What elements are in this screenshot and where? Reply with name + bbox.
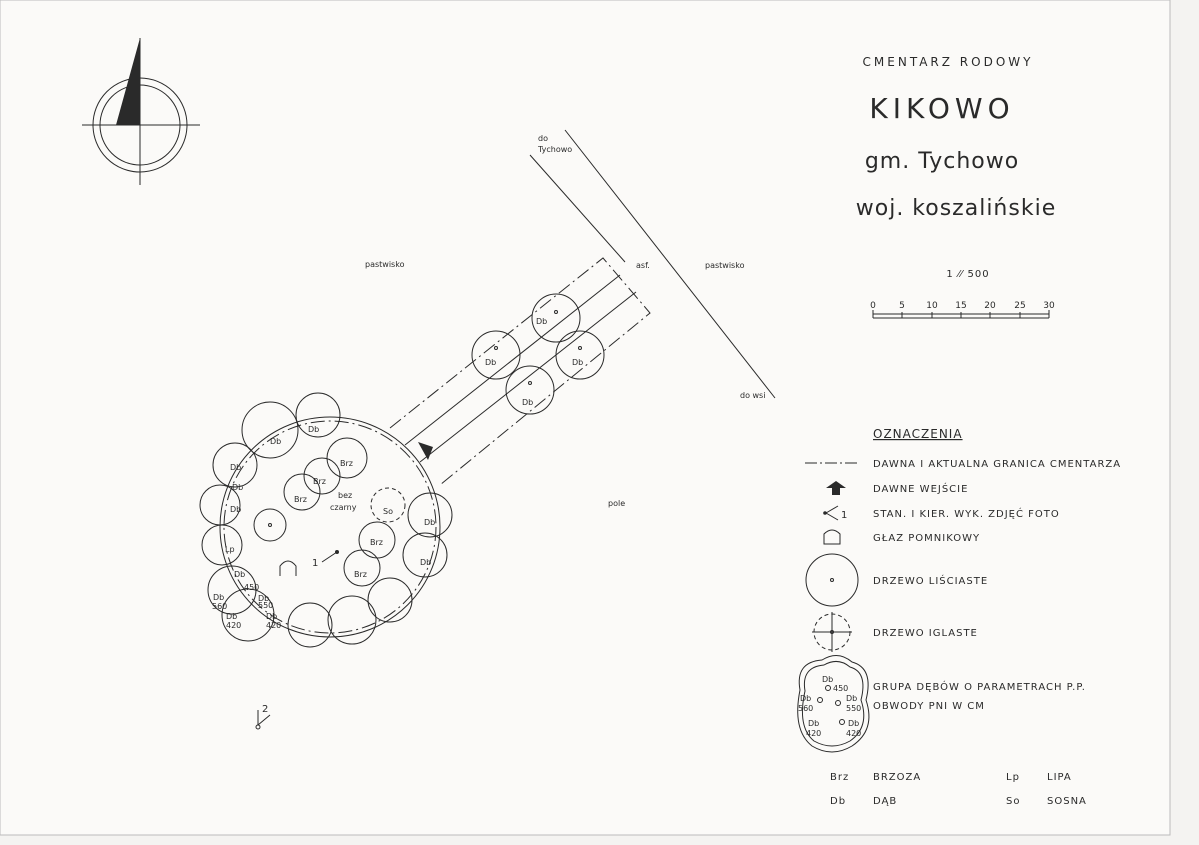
tree-label: Brz [294, 495, 307, 504]
sample-label: 550 [846, 704, 861, 713]
tree-label: Db [536, 317, 547, 326]
trunk-circumference: 450 [244, 583, 259, 592]
scale-tick: 25 [1014, 301, 1025, 311]
sample-label: Db [800, 694, 811, 703]
tree-label: Db [234, 570, 245, 579]
deciduous-tree-icon [805, 553, 859, 607]
photo-station-number: 1 [312, 558, 319, 569]
sample-label: Db [848, 719, 859, 728]
voivodeship: woj. koszalińskie [856, 196, 1056, 221]
scale-tick: 5 [899, 301, 905, 311]
legend-item: GRUPA DĘBÓW O PARAMETRACH P.P. [873, 680, 1086, 693]
legend-item: GŁAZ POMNIKOWY [873, 533, 980, 544]
photo-station-icon [321, 550, 339, 563]
legend-item: DAWNE WEJŚCIE [873, 482, 968, 495]
tree-label: Db [522, 398, 533, 407]
pasture-label: pastwisko [365, 260, 405, 269]
inner-trees [253, 437, 406, 587]
pasture-label: pastwisko [705, 261, 745, 270]
legend-photo-number: 1 [841, 510, 848, 521]
trunk-circumference: 420 [226, 621, 241, 630]
scale-tick: 20 [984, 301, 996, 311]
tree-label: Db [420, 558, 431, 567]
tree-label: So [383, 507, 393, 516]
cemetery-boundary [219, 257, 651, 638]
tree-label: Db [266, 612, 277, 621]
sample-label: 450 [833, 684, 848, 693]
road-to-tychowo-label: do [538, 134, 548, 143]
abbrev-code: Brz [830, 772, 849, 783]
sample-label: Db [808, 719, 819, 728]
scale-tick: 15 [955, 301, 966, 311]
road-to-tychowo-label: Tychowo [537, 145, 572, 154]
asphalt-label: asf. [636, 261, 650, 270]
sample-label: 420 [806, 729, 821, 738]
tree-label: Db [485, 358, 496, 367]
field-label: pole [608, 499, 625, 508]
legend-item: OBWODY PNI W CM [873, 701, 985, 712]
trunk-circumference: 560 [212, 602, 227, 611]
photo-direction-icon [823, 505, 839, 521]
tree-label: Db [232, 483, 243, 492]
paper-sheet [0, 0, 1171, 836]
tree-label: Brz [313, 477, 326, 486]
legend-item: STAN. I KIER. WYK. ZDJĘĆ FOTO [873, 507, 1060, 520]
scale-ratio: 1 ⁄⁄ 500 [946, 269, 989, 280]
north-arrow-icon [82, 38, 200, 185]
tree-label: Db [424, 518, 435, 527]
sample-label: 560 [798, 704, 813, 713]
tree-label: Db [213, 593, 224, 602]
abbrev-code: Db [830, 796, 846, 807]
abbrev-name: DĄB [873, 796, 897, 807]
legend-item: DRZEWO IGLASTE [873, 628, 978, 639]
legend-item: DAWNA I AKTUALNA GRANICA CMENTARZA [873, 459, 1121, 470]
tree-label: Db [230, 505, 241, 514]
tree-label: Brz [370, 538, 383, 547]
tree-label: Db [270, 437, 281, 446]
scale-tick: 0 [870, 301, 876, 311]
old-entrance-icon [418, 442, 433, 460]
sample-label: Db [846, 694, 857, 703]
tree-label: Db [230, 463, 241, 472]
oak-group-icon [797, 655, 870, 753]
tree-label: Db [226, 612, 237, 621]
abbrev-name: SOSNA [1047, 796, 1087, 807]
photo-station-icon [255, 710, 271, 730]
municipality: gm. Tychowo [865, 149, 1019, 174]
legend-title: OZNACZENIA [873, 427, 963, 441]
to-village-label: do wsi [740, 391, 765, 400]
scale-tick: 10 [926, 301, 938, 311]
map-title: KIKOWO [869, 92, 1014, 125]
monument-icon [823, 529, 841, 545]
abbrev-code: So [1006, 796, 1020, 807]
trunk-circumference: 550 [258, 601, 273, 610]
scale-tick: 30 [1043, 301, 1055, 311]
monument-stone-icon [279, 560, 297, 576]
trunk-circumference: 420 [266, 621, 281, 630]
tree-label: Db [308, 425, 319, 434]
scale-bar: 0 5 10 15 20 25 30 [870, 301, 1055, 319]
map-subtitle: CMENTARZ RODOWY [863, 55, 1034, 69]
sample-label: Db [822, 675, 833, 684]
elder-label: czarny [330, 503, 357, 512]
lane-trees [471, 293, 605, 415]
abbrev-name: BRZOZA [873, 772, 921, 783]
tree-label: Lp [225, 545, 235, 554]
tree-label: Db [572, 358, 583, 367]
coniferous-tree-icon [812, 612, 852, 652]
entrance-arrow-icon [826, 481, 846, 495]
road [529, 129, 776, 399]
tree-label: Brz [354, 570, 367, 579]
elder-label: bez [338, 491, 352, 500]
legend-item: DRZEWO LIŚCIASTE [873, 574, 988, 587]
perimeter-trees [199, 392, 453, 648]
tree-label: Brz [340, 459, 353, 468]
abbrev-code: Lp [1006, 772, 1020, 783]
tree-label: Db [258, 594, 269, 603]
abbrev-name: LIPA [1047, 772, 1072, 783]
photo-station-number: 2 [262, 704, 269, 715]
sample-label: 420 [846, 729, 861, 738]
